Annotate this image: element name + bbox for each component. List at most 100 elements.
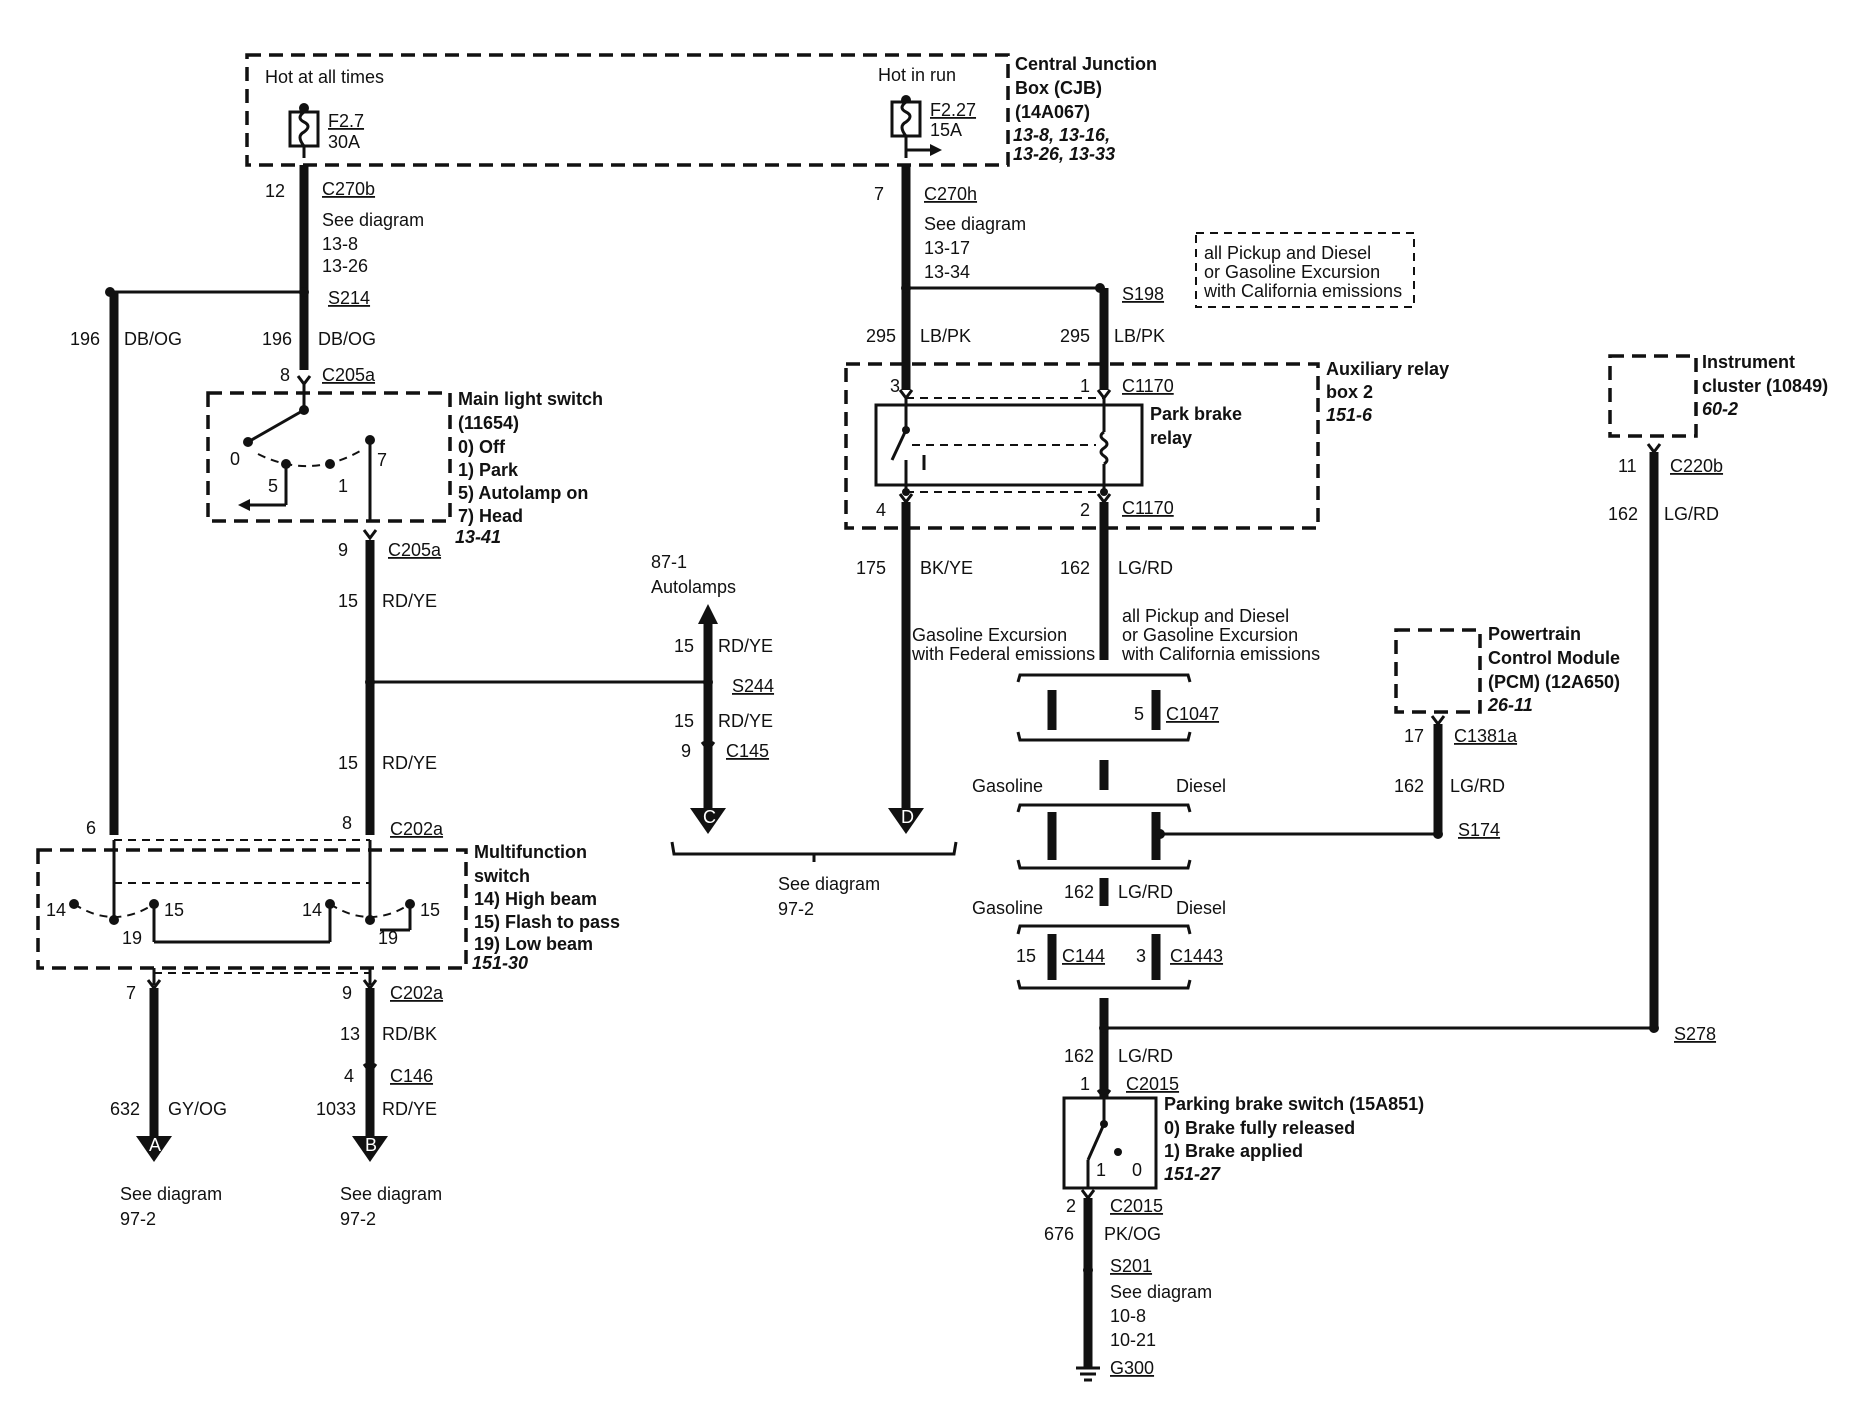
federal-note-1: Gasoline Excursion bbox=[912, 625, 1067, 645]
branch-a-color: DB/OG bbox=[124, 329, 182, 349]
connector-c-arrow-icon bbox=[690, 808, 726, 834]
right-feed-ref-2: 13-34 bbox=[924, 262, 970, 282]
cluster-wire-color: LG/RD bbox=[1664, 504, 1719, 524]
cluster-wire-circuit: 162 bbox=[1608, 504, 1638, 524]
hot-in-run-label: Hot in run bbox=[878, 65, 956, 85]
splice-s244: S244 bbox=[732, 676, 774, 696]
left-feed-pin: 12 bbox=[265, 181, 285, 201]
mls-pos-0: 0 bbox=[230, 449, 240, 469]
brake-pin-in: 1 bbox=[1080, 1074, 1090, 1094]
brake-pos-0: 0 bbox=[1132, 1160, 1142, 1180]
brake-pin-out: 2 bbox=[1066, 1196, 1076, 1216]
multifunction-switch: 6 8 C202a 14 15 19 14 15 19 Multifunctio… bbox=[36, 813, 620, 1229]
rdye-wire1-color: RD/YE bbox=[382, 591, 437, 611]
right-feed-ref-1: 13-17 bbox=[924, 238, 970, 258]
fuse-icon bbox=[298, 110, 310, 147]
pcm-wire-circuit: 162 bbox=[1394, 776, 1424, 796]
mfs-out-connector: C202a bbox=[390, 983, 444, 1003]
brake-see: See diagram bbox=[1110, 1282, 1212, 1302]
c1047-pin: 5 bbox=[1134, 704, 1144, 724]
left-feed: 12 C270b See diagram 13-8 13-26 S214 196… bbox=[70, 165, 424, 835]
brake-wire-out-circuit: 676 bbox=[1044, 1224, 1074, 1244]
splice-s198: S198 bbox=[1122, 284, 1164, 304]
mfs-title-2: switch bbox=[474, 866, 530, 886]
cjb-ref-1: 13-8, 13-16, bbox=[1013, 125, 1110, 145]
right-feed-pin: 7 bbox=[874, 184, 884, 204]
mls-pos-5: 5 bbox=[268, 476, 278, 496]
mls-pos-1: 1 bbox=[338, 476, 348, 496]
diesel-1: Diesel bbox=[1176, 776, 1226, 796]
brake-ref-2: 10-21 bbox=[1110, 1330, 1156, 1350]
gasoline-1: Gasoline bbox=[972, 776, 1043, 796]
mls-title-5: 5) Autolamp on bbox=[458, 483, 588, 503]
cluster-connector: C220b bbox=[1670, 456, 1723, 476]
cjb-ref-2: 13-26, 13-33 bbox=[1013, 144, 1115, 164]
c144-connector: C144 bbox=[1062, 946, 1105, 966]
c1443-connector: C1443 bbox=[1170, 946, 1223, 966]
rdye-wire2-circuit: 15 bbox=[338, 753, 358, 773]
auxiliary-relay-box: Auxiliary relay box 2 151-6 3 1 C1170 Pa… bbox=[844, 359, 1449, 530]
mfs-title-5: 19) Low beam bbox=[474, 934, 593, 954]
wire-d-color: BK/YE bbox=[920, 558, 973, 578]
wire-a-color: LB/PK bbox=[920, 326, 971, 346]
right-feed-connector: C270h bbox=[924, 184, 977, 204]
relay-box-title-2: box 2 bbox=[1326, 382, 1373, 402]
california-note-1: all Pickup and Diesel bbox=[1122, 606, 1289, 626]
c1443-pin: 3 bbox=[1136, 946, 1146, 966]
right-feed-see: See diagram bbox=[924, 214, 1026, 234]
see-b-label: See diagram bbox=[340, 1184, 442, 1204]
left-feed-ref-2: 13-26 bbox=[322, 256, 368, 276]
feed-note-1: all Pickup and Diesel bbox=[1204, 243, 1371, 263]
c1047-connector: C1047 bbox=[1166, 704, 1219, 724]
branch-b-color: DB/OG bbox=[318, 329, 376, 349]
left-feed-connector: C270b bbox=[322, 179, 375, 199]
option-brace-1-bottom bbox=[1016, 731, 1192, 742]
relay-box-title-1: Auxiliary relay bbox=[1326, 359, 1449, 379]
pcm: Powertrain Control Module (PCM) (12A650)… bbox=[1394, 624, 1620, 840]
branch-a-circuit: 196 bbox=[70, 329, 100, 349]
mfs-out-wire-color: RD/BK bbox=[382, 1024, 437, 1044]
connector-d-arrow-icon bbox=[888, 808, 924, 834]
fuse-f2-27-id: F2.27 bbox=[930, 100, 976, 120]
parking-brake-switch: 162 LG/RD 1 C2015 1 0 Parking brake swit… bbox=[1044, 1046, 1424, 1382]
left-feed-see: See diagram bbox=[322, 210, 424, 230]
cjb-title-2: Box (CJB) bbox=[1015, 78, 1102, 98]
arrow-right-icon bbox=[930, 144, 942, 156]
pcm-title-2: Control Module bbox=[1488, 648, 1620, 668]
splice-s174: S174 bbox=[1458, 820, 1500, 840]
mfs-pin-right: 8 bbox=[342, 813, 352, 833]
see-cd-label: See diagram bbox=[778, 874, 880, 894]
option-brace-2-top bbox=[1016, 803, 1192, 813]
mls-title-4: 1) Park bbox=[458, 460, 519, 480]
fuse-f2-7-amps: 30A bbox=[328, 132, 360, 152]
mls-connector-in: C205a bbox=[322, 365, 376, 385]
rdye-wire2-color: RD/YE bbox=[382, 753, 437, 773]
mls-ref: 13-41 bbox=[455, 527, 501, 547]
mfs-out-wire-circuit: 13 bbox=[340, 1024, 360, 1044]
diesel-2: Diesel bbox=[1176, 898, 1226, 918]
california-note-2: or Gasoline Excursion bbox=[1122, 625, 1298, 645]
c146-connector: C146 bbox=[390, 1066, 433, 1086]
rdye-run: 15 RD/YE 15 RD/YE 87-1 Autolamps 15 RD/Y… bbox=[338, 529, 774, 835]
wire-d-circuit: 175 bbox=[856, 558, 886, 578]
feed-note-3: with California emissions bbox=[1203, 281, 1402, 301]
option-brace-3-bottom bbox=[1016, 979, 1192, 990]
fuse-f2-7: F2.7 30A bbox=[288, 103, 364, 158]
mid-wire-circuit: 162 bbox=[1064, 882, 1094, 902]
cjb-title-3: (14A067) bbox=[1015, 102, 1090, 122]
gasoline-2: Gasoline bbox=[972, 898, 1043, 918]
option-brace-3-top bbox=[1016, 924, 1192, 935]
fuse-f2-27-amps: 15A bbox=[930, 120, 962, 140]
central-junction-box: Hot at all times Hot in run Central Junc… bbox=[245, 53, 1157, 167]
mls-pin-in: 8 bbox=[280, 365, 290, 385]
wire-b-color: LB/PK bbox=[1114, 326, 1165, 346]
brake-ref: 151-27 bbox=[1164, 1164, 1221, 1184]
brake-title-1: Parking brake switch (15A851) bbox=[1164, 1094, 1424, 1114]
right-feed: 7 C270h See diagram 13-17 13-34 S198 all… bbox=[866, 165, 1415, 390]
cluster-title-1: Instrument bbox=[1702, 352, 1795, 372]
b-wire-color: RD/YE bbox=[382, 1099, 437, 1119]
connector-a-letter: A bbox=[149, 1135, 161, 1155]
fuse-f2-7-id: F2.7 bbox=[328, 111, 364, 131]
splice-s214: S214 bbox=[328, 288, 370, 308]
